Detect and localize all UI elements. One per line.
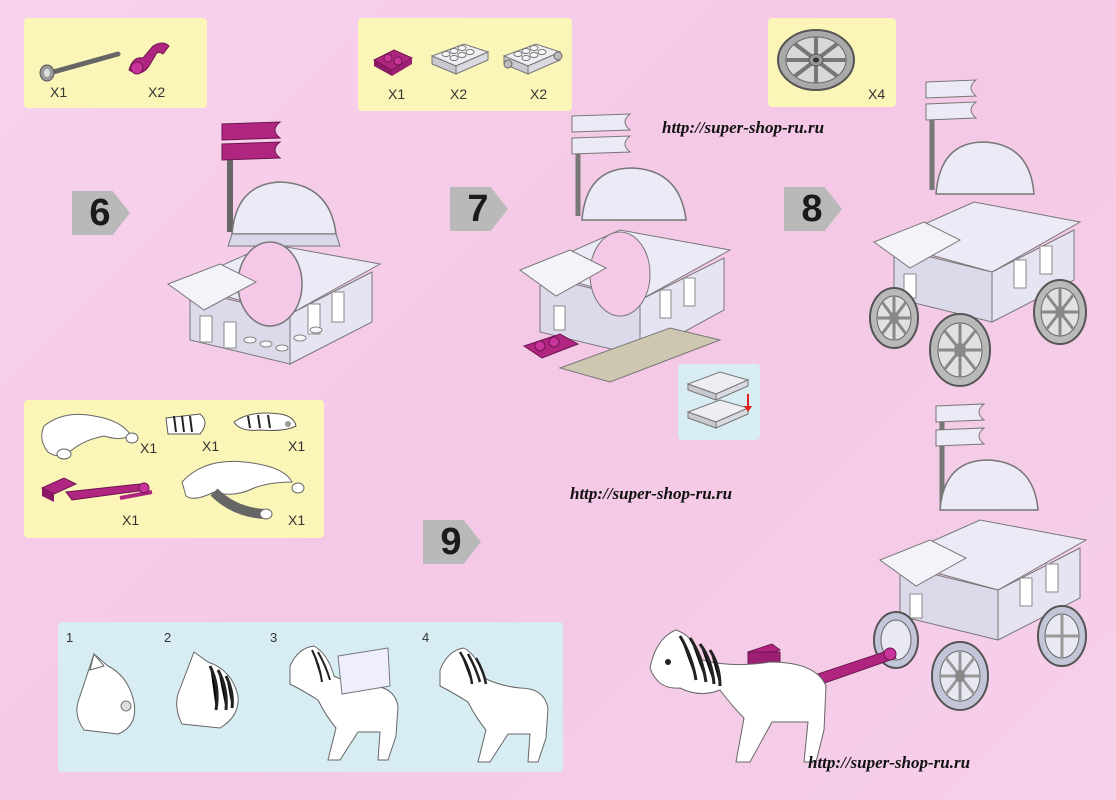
parts-box-step7: X1 X2 X2	[358, 18, 572, 111]
wheel-icon	[777, 29, 855, 91]
brick-icon	[430, 43, 490, 75]
carriage-step7-illustration	[518, 113, 732, 383]
qty-label: X1	[202, 438, 220, 454]
wheel-icon	[1033, 279, 1087, 345]
wheel-icon	[1037, 605, 1087, 667]
horse-head-icon	[76, 652, 136, 735]
parts-box-step8: X4	[768, 18, 896, 107]
step-number-8: 8	[784, 187, 842, 231]
qty-label: X4	[868, 86, 886, 102]
carriage-step8-illustration	[869, 79, 1087, 387]
qty-label: X1	[140, 440, 158, 456]
horse-assembly-box: 1 2 3 4	[58, 622, 563, 772]
parts-box-step9: X1 X1 X1 X1 X1	[24, 400, 324, 538]
horse-part-icon	[41, 413, 139, 460]
qty-label: X1	[288, 512, 306, 528]
substep-number: 2	[164, 630, 172, 645]
step-label: 9	[440, 521, 462, 563]
qty-label: X2	[530, 86, 548, 102]
watermark-url: http://super-shop-ru.ru	[808, 753, 971, 772]
step-label: 6	[89, 192, 111, 234]
wheel-icon	[929, 313, 991, 387]
flag-clip-icon	[128, 42, 170, 75]
horse-head-part-icon	[233, 412, 297, 431]
qty-label: X1	[388, 86, 406, 102]
substep-number: 3	[270, 630, 278, 645]
horse-icon	[289, 645, 399, 761]
horse-icon	[649, 629, 827, 763]
horse-part-icon	[181, 460, 305, 520]
detail-inset-step7	[678, 364, 760, 440]
step-label: 8	[801, 188, 823, 230]
horse-icon	[439, 647, 549, 763]
horse-head-icon	[176, 651, 239, 729]
brick-icon	[686, 371, 752, 429]
magenta-plate-icon	[372, 49, 414, 76]
flag-icon	[221, 121, 282, 141]
step-number-6: 6	[72, 191, 130, 235]
qty-label: X1	[288, 438, 306, 454]
horse-head-part-icon	[165, 413, 206, 435]
flag-icon	[571, 113, 632, 133]
brick-icon	[502, 43, 563, 75]
qty-label: X1	[50, 84, 68, 100]
wheel-icon	[869, 287, 919, 349]
substep-number: 1	[66, 630, 74, 645]
flagpole-icon	[39, 51, 121, 82]
step-number-9: 9	[423, 520, 481, 564]
qty-label: X2	[450, 86, 468, 102]
step-label: 7	[467, 188, 489, 230]
substep-number: 4	[422, 630, 430, 645]
qty-label: X2	[148, 84, 166, 100]
step-number-7: 7	[450, 187, 508, 231]
qty-label: X1	[122, 512, 140, 528]
carriage-step6-illustration	[166, 121, 382, 365]
carriage-step9-illustration	[649, 403, 1088, 763]
flag-icon	[925, 79, 978, 99]
magenta-plate-icon	[522, 333, 580, 359]
watermark-url: http://super-shop-ru.ru	[662, 118, 825, 137]
flag-icon	[935, 403, 986, 423]
parts-box-step6: X1 X2	[24, 18, 207, 108]
magenta-harness-icon	[40, 477, 153, 502]
watermark-url: http://super-shop-ru.ru	[570, 484, 733, 503]
wheel-icon	[931, 641, 989, 711]
